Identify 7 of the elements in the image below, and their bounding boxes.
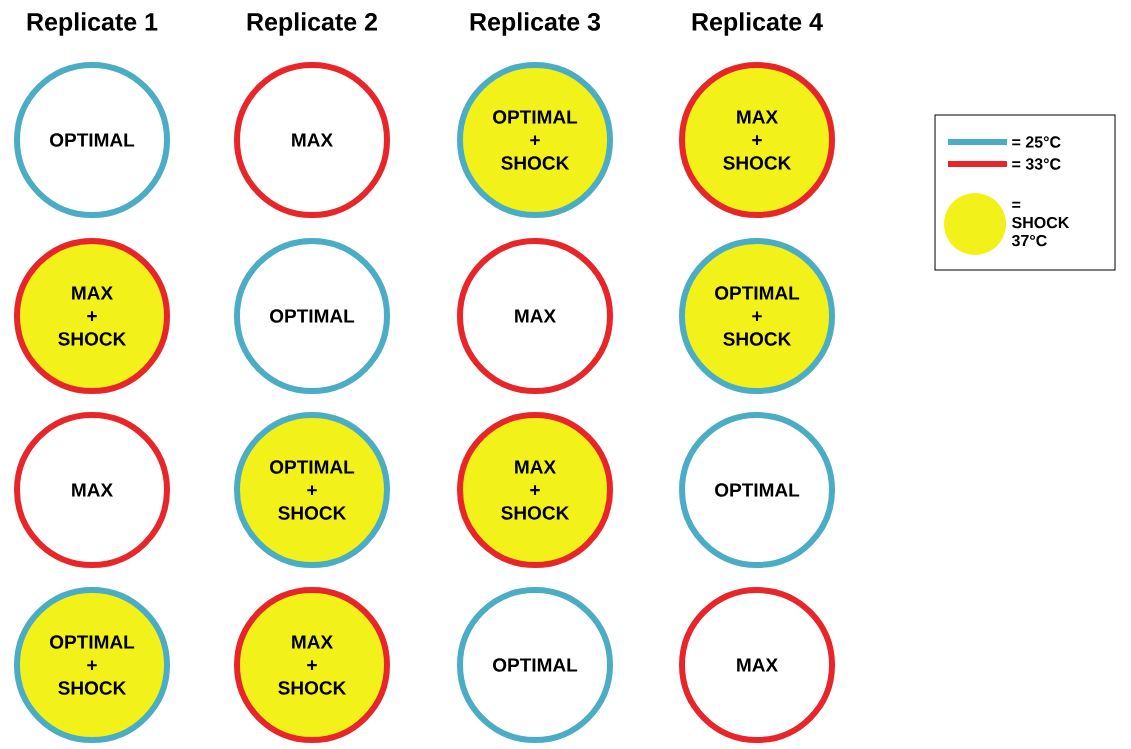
column-heading: Replicate 4 [692,12,823,36]
legend-text: = SHOCK 37°C [1011,201,1070,247]
legend-text: = 33°C [1012,158,1061,170]
legend-text: = 25°C [1012,136,1061,148]
column-heading: Replicate 2 [247,12,377,36]
column-heading: Replicate 1 [27,12,158,36]
column-heading: Replicate 3 [470,12,601,36]
